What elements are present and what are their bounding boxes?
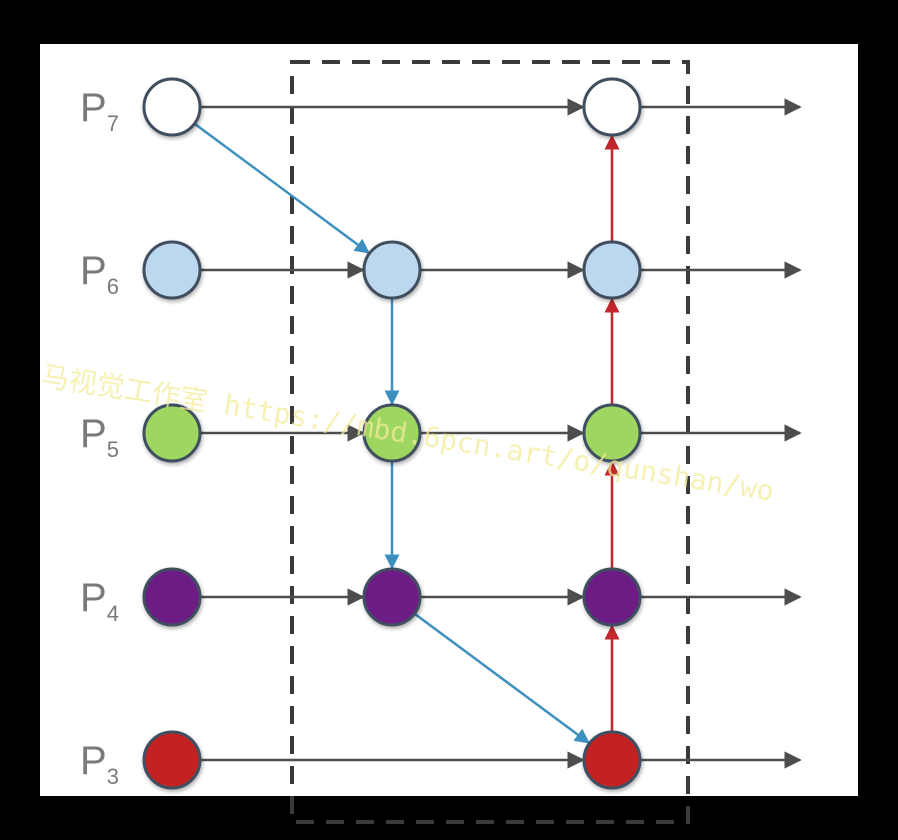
level-label-prefix: P <box>80 412 107 456</box>
node-p3-input <box>142 730 202 790</box>
level-label-prefix: P <box>80 86 107 130</box>
node-p4-output <box>582 567 642 627</box>
level-label-p5: P5 <box>80 412 119 462</box>
level-label-p3: P3 <box>80 739 119 789</box>
node-p6-input <box>142 240 202 300</box>
nodes-layer <box>142 77 642 790</box>
level-label-subscript: 5 <box>107 437 119 462</box>
node-p7-input <box>142 77 202 137</box>
level-label-prefix: P <box>80 249 107 293</box>
node-p4-input <box>142 567 202 627</box>
top-down-arrow-p7-to-p6 <box>193 122 370 254</box>
node-p6-intermediate <box>362 240 422 300</box>
node-p6-output <box>582 240 642 300</box>
dashed-region-box <box>290 60 690 824</box>
node-p4-intermediate <box>362 567 422 627</box>
node-p3-output <box>582 730 642 790</box>
level-label-prefix: P <box>80 739 107 783</box>
level-label-subscript: 6 <box>107 274 119 299</box>
level-label-p7: P7 <box>80 86 119 136</box>
edges-layer <box>193 98 802 769</box>
node-p7-output <box>582 77 642 137</box>
node-p5-intermediate <box>362 403 422 463</box>
node-p5-input <box>142 403 202 463</box>
level-label-p4: P4 <box>80 576 119 626</box>
level-label-p6: P6 <box>80 249 119 299</box>
top-down-arrow-p4-to-p3 <box>413 612 590 744</box>
level-label-subscript: 4 <box>107 601 119 626</box>
level-label-subscript: 3 <box>107 764 119 789</box>
node-p5-output <box>582 403 642 463</box>
level-label-prefix: P <box>80 576 107 620</box>
level-label-subscript: 7 <box>107 111 119 136</box>
